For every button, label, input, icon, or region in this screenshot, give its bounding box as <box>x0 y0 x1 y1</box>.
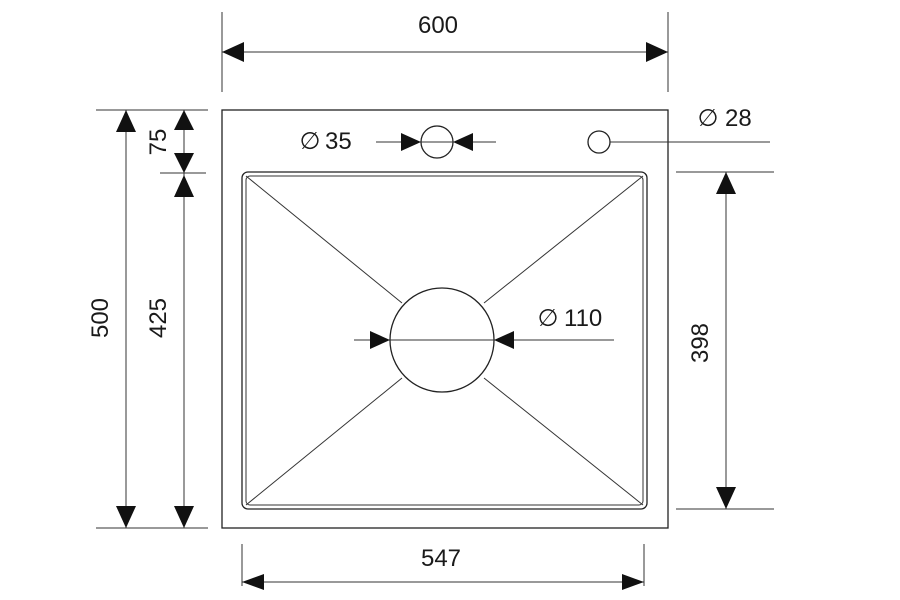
arrow-drain-left <box>370 331 390 349</box>
arrow-600-right <box>646 42 668 62</box>
diameter-symbol-small: ∅ <box>698 105 719 132</box>
dim-label-overall-depth: 500 <box>87 298 114 338</box>
dim-label-small-hole: 28 <box>725 105 752 132</box>
bowl-diagonal-top-left <box>245 175 403 304</box>
diameter-symbol-tap: ∅ <box>300 128 321 155</box>
arrow-398-bottom <box>716 487 736 509</box>
arrow-tap-left <box>401 133 421 151</box>
arrow-600-left <box>222 42 244 62</box>
dim-label-drain: 110 <box>564 305 602 332</box>
dim-label-bowl-depth-outer: 425 <box>145 298 172 338</box>
arrow-75-top <box>174 110 194 130</box>
bowl-outline <box>241 171 648 510</box>
dim-label-bowl-depth-inner: 398 <box>687 323 714 363</box>
bowl-inner-outline <box>245 175 644 506</box>
dim-label-overall-width: 600 <box>418 12 458 39</box>
arrow-425-top <box>174 175 194 197</box>
arrow-tap-right <box>453 133 473 151</box>
dim-label-bowl-width: 547 <box>421 545 461 572</box>
arrow-425-bottom <box>174 506 194 528</box>
arrow-drain-right <box>494 331 514 349</box>
arrow-75-bottom <box>174 153 194 173</box>
diameter-symbol-drain: ∅ <box>538 305 559 332</box>
bowl-diagonal-bottom-right <box>483 377 644 506</box>
arrow-547-right <box>622 574 644 590</box>
arrow-398-top <box>716 172 736 194</box>
bowl-diagonal-bottom-left <box>245 377 403 506</box>
bowl-diagonal-top-right <box>483 175 644 304</box>
sink-outer-outline <box>221 109 669 529</box>
arrow-500-bottom <box>116 506 136 528</box>
dim-label-tap-hole: 35 <box>325 128 352 155</box>
small-hole <box>587 130 611 154</box>
arrow-547-left <box>242 574 264 590</box>
arrow-500-top <box>116 110 136 132</box>
dim-label-back-ledge: 75 <box>145 129 172 156</box>
